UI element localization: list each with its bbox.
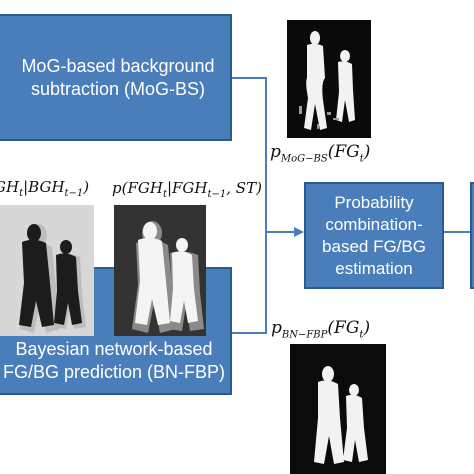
bn-close: ) bbox=[363, 318, 371, 338]
left-sub2: t−1 bbox=[64, 188, 84, 199]
mid-p: p(FGH bbox=[112, 179, 163, 197]
mog-bs-line2: subtraction (MoG-BS) bbox=[30, 78, 206, 99]
bn-fbp-line1: Bayesian network-based bbox=[15, 339, 213, 359]
mog-bs-output-image bbox=[287, 20, 371, 138]
bn-fbp-output-image bbox=[290, 344, 386, 474]
left-text: GH bbox=[0, 178, 20, 196]
background-history-label: GHt|BGHt−1) bbox=[0, 178, 89, 199]
probability-combination-block: Probability combination- based FG/BG est… bbox=[304, 182, 444, 289]
mog-p: p bbox=[270, 142, 281, 162]
mid-sub1: t bbox=[162, 189, 167, 200]
background-history-image bbox=[0, 205, 94, 336]
mog-arg-sub: t bbox=[359, 153, 364, 165]
bn-to-junction-line bbox=[232, 232, 267, 334]
left-sub: t bbox=[19, 188, 24, 199]
bn-p: p bbox=[271, 318, 282, 338]
foreground-history-label: p(FGHt|FGHt−1, ST) bbox=[112, 179, 262, 200]
mid-sub2: t−1 bbox=[207, 189, 227, 200]
mid-close: , ST) bbox=[226, 179, 262, 197]
prob-line3: based FG/BG bbox=[322, 236, 426, 256]
bn-fbp-probability-label: pBN−FBP(FGt) bbox=[271, 318, 370, 340]
bn-arg: (FG bbox=[327, 318, 360, 338]
bn-fbp-line2: FG/BG prediction (BN-FBP) bbox=[2, 362, 226, 382]
mog-to-junction-line bbox=[232, 77, 267, 232]
next-block bbox=[470, 182, 474, 289]
foreground-history-image bbox=[114, 205, 206, 336]
mid-mid: |FGH bbox=[166, 179, 208, 197]
mog-bs-block: MoG-based background subtraction (MoG-BS… bbox=[0, 14, 232, 141]
mog-bs-line1: MoG-based background bbox=[21, 55, 215, 76]
prob-line4: estimation bbox=[335, 258, 413, 278]
bn-arg-sub: t bbox=[359, 329, 364, 341]
prob-line2: combination- bbox=[325, 214, 423, 234]
mog-arg: (FG bbox=[327, 142, 360, 162]
mog-sub: MoG−BS bbox=[280, 153, 328, 165]
bn-sub: BN−FBP bbox=[281, 329, 328, 341]
mog-close: ) bbox=[363, 142, 371, 162]
mog-bs-probability-label: pMoG−BS(FGt) bbox=[270, 142, 370, 164]
left-mid: |BGH bbox=[23, 178, 65, 196]
prob-line1: Probability bbox=[334, 192, 414, 212]
left-close: ) bbox=[83, 178, 90, 196]
